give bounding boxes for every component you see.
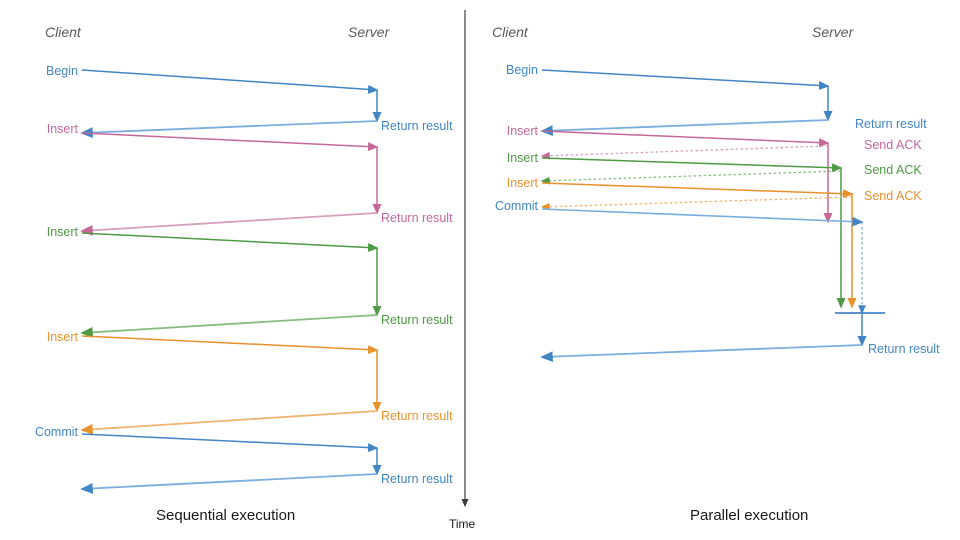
right-server-label-ack-3: Send ACK bbox=[864, 189, 922, 203]
right-client-label-begin: Begin bbox=[506, 63, 538, 77]
right-server-label-return-1: Return result bbox=[855, 117, 927, 131]
right-client-label-insert-1: Insert bbox=[506, 124, 538, 138]
left-client-label-insert-3: Insert bbox=[46, 330, 78, 344]
right-server-label-return-2: Return result bbox=[868, 342, 940, 356]
left-msg-commit bbox=[80, 433, 382, 494]
right-client-label-commit: Commit bbox=[494, 199, 538, 213]
left-server-label-return-5: Return result bbox=[381, 472, 453, 486]
right-actor-client: Client bbox=[492, 24, 528, 40]
right-server-label-ack-2: Send ACK bbox=[864, 163, 922, 177]
left-server-label-return-4: Return result bbox=[381, 409, 453, 423]
right-actor-server: Server bbox=[812, 24, 854, 40]
left-msg-insert-1 bbox=[80, 132, 382, 236]
right-panel-caption: Parallel execution bbox=[690, 507, 809, 524]
right-parallel-messages bbox=[540, 69, 885, 362]
left-client-label-insert-1: Insert bbox=[46, 122, 78, 136]
left-client-label-commit: Commit bbox=[34, 425, 78, 439]
left-panel-caption: Sequential execution bbox=[156, 507, 296, 524]
left-client-label-insert-2: Insert bbox=[46, 225, 78, 239]
right-client-label-insert-3: Insert bbox=[506, 176, 538, 190]
right-msg-insert-3 bbox=[540, 182, 857, 309]
right-msg-insert-1 bbox=[540, 130, 833, 224]
right-server-label-ack-1: Send ACK bbox=[864, 138, 922, 152]
left-actor-server: Server bbox=[348, 24, 390, 40]
left-msg-begin bbox=[80, 69, 382, 138]
left-msg-insert-2 bbox=[80, 232, 382, 338]
right-client-label-insert-2: Insert bbox=[506, 151, 538, 165]
right-msg-begin bbox=[540, 69, 833, 136]
left-msg-insert-3 bbox=[80, 335, 382, 435]
time-axis-label: Time bbox=[449, 517, 476, 531]
right-msg-insert-2 bbox=[540, 157, 846, 309]
right-msg-commit bbox=[540, 208, 885, 362]
left-sequential-messages bbox=[80, 69, 382, 494]
left-client-label-begin: Begin bbox=[46, 64, 78, 78]
left-server-label-return-1: Return result bbox=[381, 119, 453, 133]
left-server-label-return-2: Return result bbox=[381, 211, 453, 225]
left-server-label-return-3: Return result bbox=[381, 313, 453, 327]
left-actor-client: Client bbox=[45, 24, 81, 40]
